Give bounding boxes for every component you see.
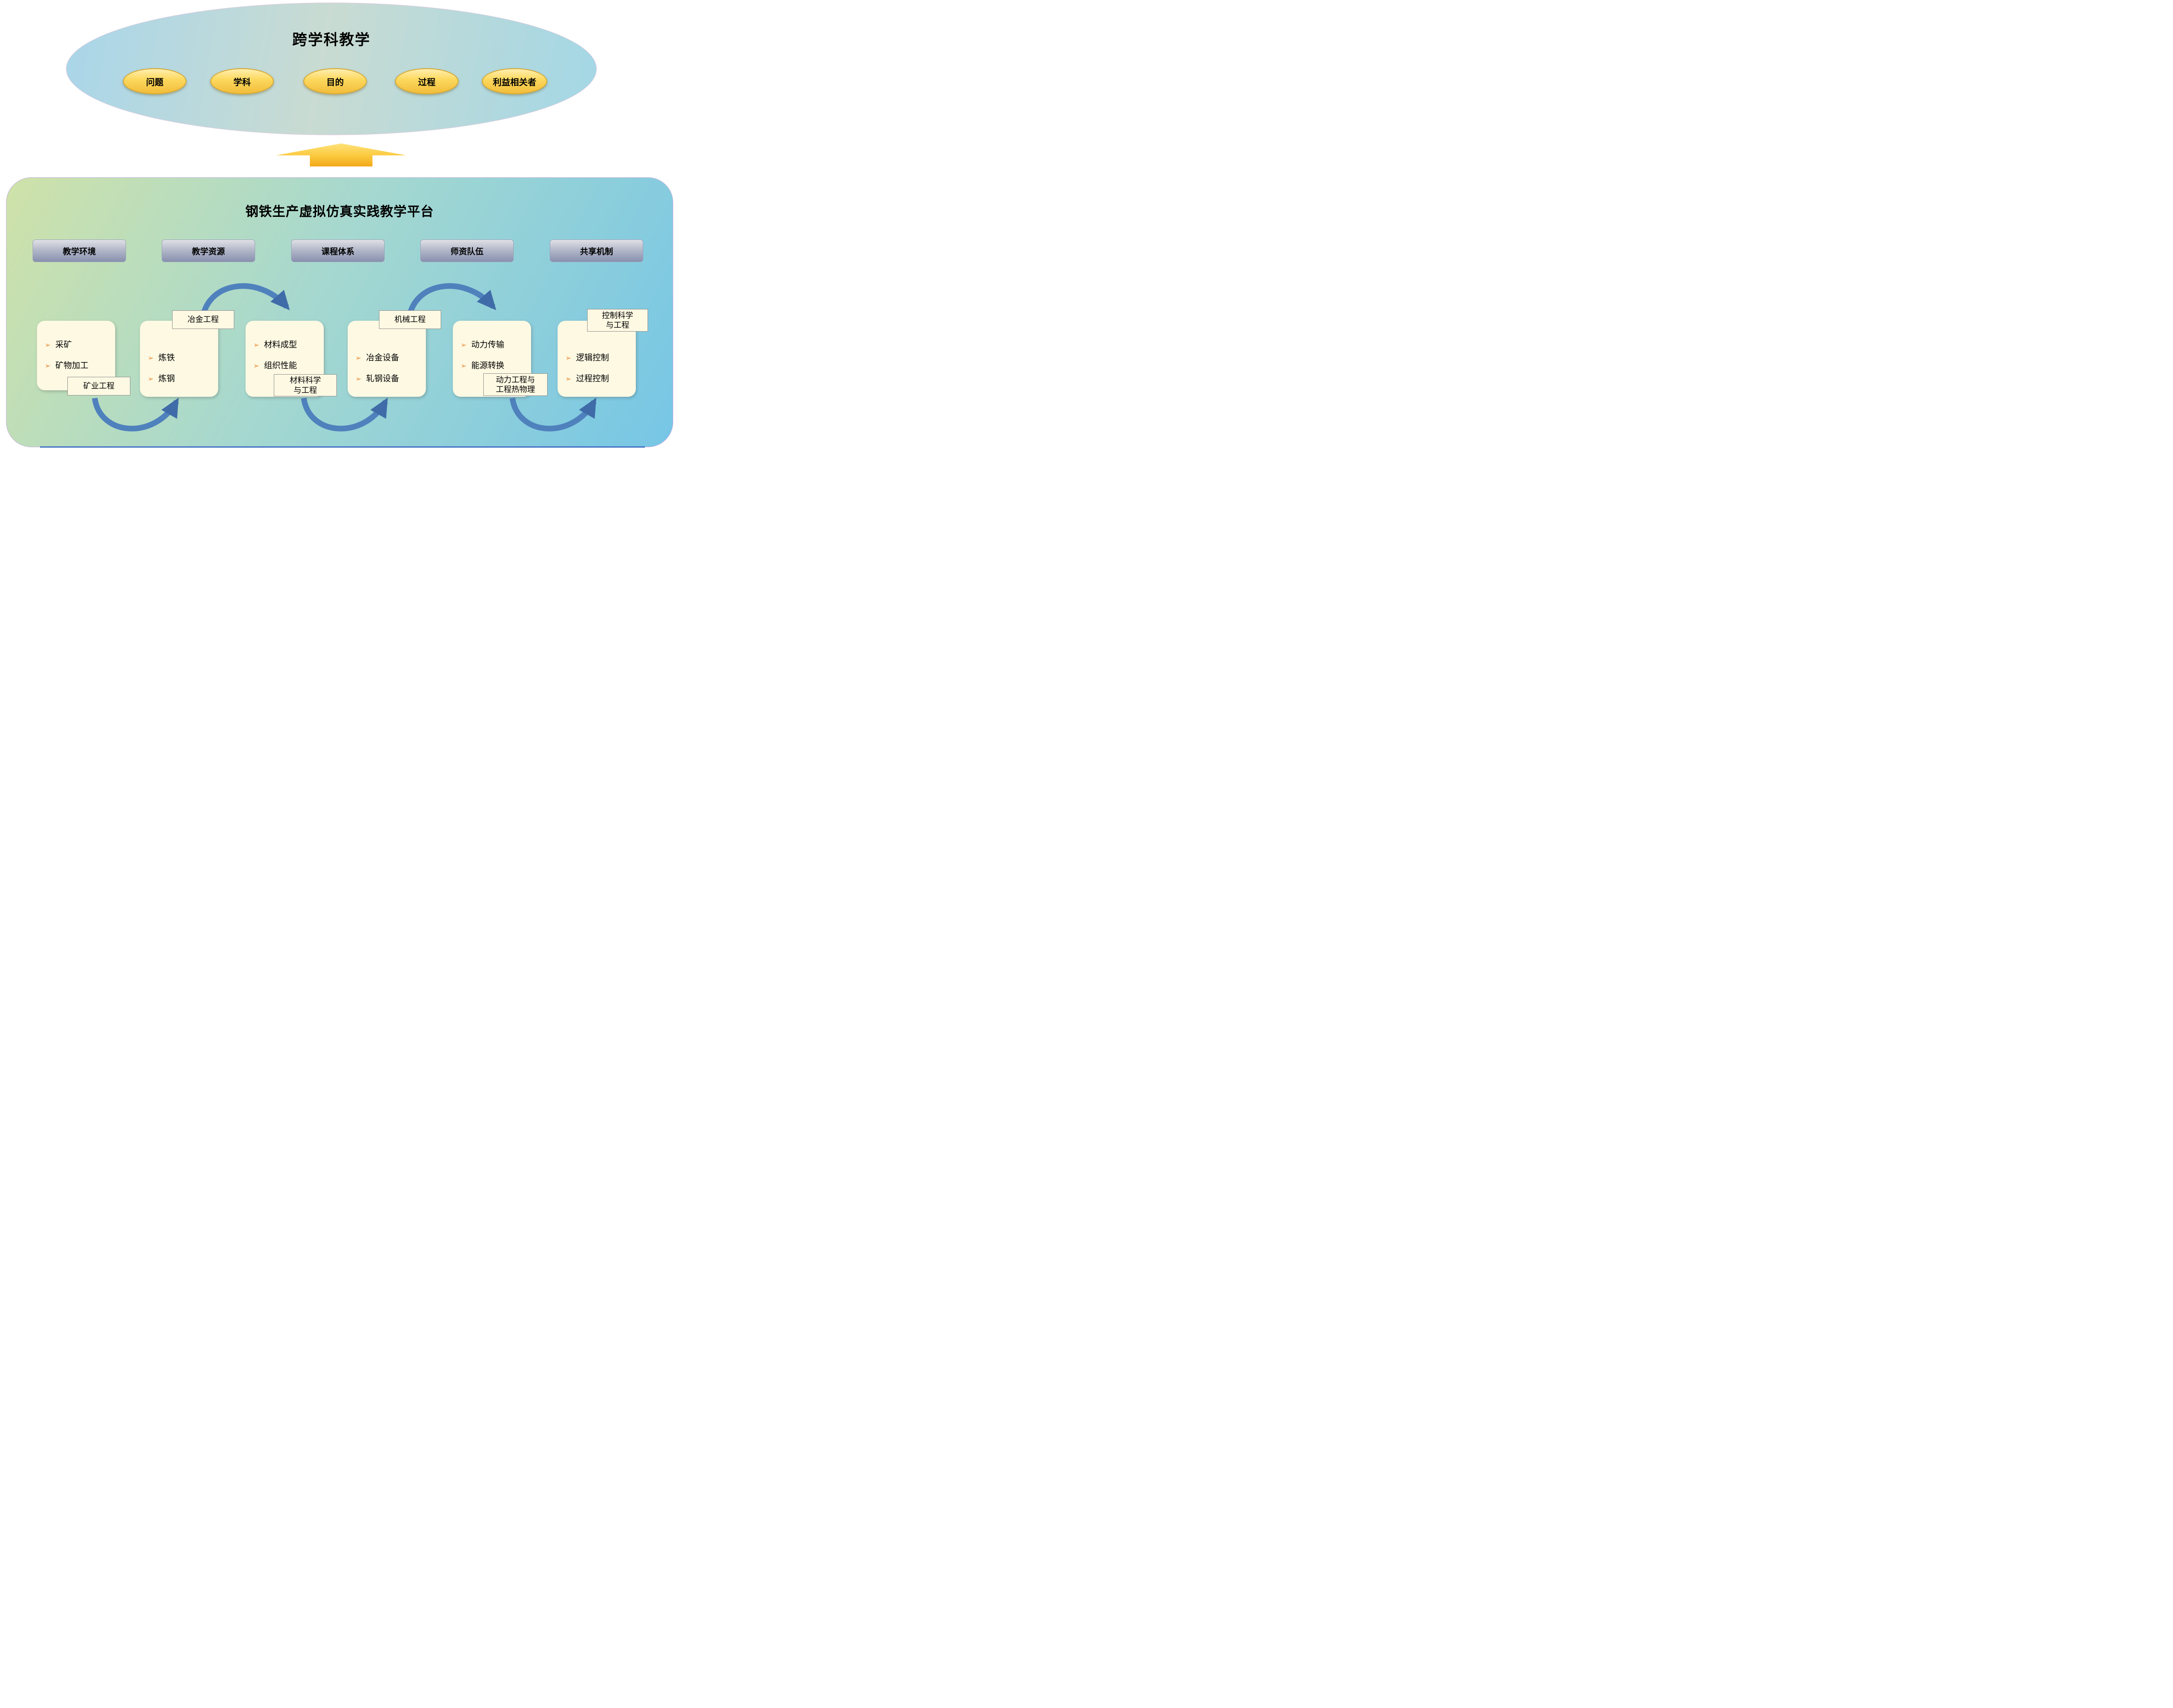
node-stakeholders: 利益相关者 (482, 68, 547, 94)
platform-title: 钢铁生产虚拟仿真实践教学平台 (245, 205, 434, 219)
tag-label: 动力工程与 工程热物理 (496, 375, 535, 394)
item-label: 组织性能 (264, 361, 297, 370)
list-item: ➢ 采矿 (45, 338, 112, 350)
arrow-mechanical-to-power (406, 283, 496, 321)
tag-label: 控制科学 与工程 (602, 311, 633, 330)
item-label: 矿物加工 (55, 361, 89, 370)
tag-label: 矿业工程 (83, 382, 115, 391)
list-item: ➢ 逻辑控制 (565, 351, 632, 363)
list-item: ➢ 轧钢设备 (356, 372, 422, 384)
card-items: ➢ 采矿 ➢ 矿物加工 (37, 321, 115, 371)
tag-mechanical-engineering: 机械工程 (379, 310, 441, 329)
item-label: 能源转换 (471, 361, 505, 370)
pillar-curriculum-system: 课程体系 (291, 239, 385, 262)
list-item: ➢ 炼铁 (148, 351, 215, 363)
node-problem: 问题 (123, 68, 186, 94)
pillar-teaching-environment: 教学环境 (33, 239, 126, 262)
arrow-mining-to-metallurgy (92, 397, 179, 432)
item-label: 轧钢设备 (366, 374, 399, 383)
card-mechanical-engineering: ➢ 冶金设备 ➢ 轧钢设备 (348, 321, 426, 397)
arrow-bullet-icon: ➢ (461, 342, 467, 349)
bottom-border-line (40, 446, 645, 448)
item-label: 逻辑控制 (576, 353, 609, 362)
list-item: ➢ 过程控制 (565, 372, 632, 384)
pillar-label: 课程体系 (321, 247, 355, 256)
pillar-teaching-staff: 师资队伍 (420, 239, 514, 262)
arrow-bullet-icon: ➢ (148, 375, 154, 383)
platform-panel (6, 177, 673, 447)
item-label: 炼钢 (158, 374, 175, 383)
item-label: 炼铁 (158, 353, 175, 362)
list-item: ➢ 炼钢 (148, 372, 215, 384)
item-label: 过程控制 (576, 374, 609, 383)
arrow-metallurgy-to-materials (199, 283, 290, 321)
list-item: ➢ 动力传输 (461, 338, 528, 350)
tag-mining-engineering: 矿业工程 (67, 377, 130, 395)
tag-power-engineering: 动力工程与 工程热物理 (483, 373, 548, 396)
list-item: ➢ 材料成型 (253, 338, 320, 350)
interdisciplinary-title: 跨学科教学 (292, 32, 371, 48)
arrow-bullet-icon: ➢ (356, 355, 362, 362)
arrow-bullet-icon: ➢ (253, 342, 259, 349)
arrow-bullet-icon: ➢ (565, 375, 571, 383)
arrow-power-to-control (509, 397, 597, 432)
arrow-bullet-icon: ➢ (45, 342, 51, 349)
list-item: ➢ 能源转换 (461, 359, 528, 371)
card-control-science: ➢ 逻辑控制 ➢ 过程控制 (558, 321, 636, 397)
card-items: ➢ 动力传输 ➢ 能源转换 (453, 321, 531, 371)
pillar-label: 师资队伍 (450, 247, 484, 256)
pillar-label: 教学资源 (192, 247, 225, 256)
arrow-bullet-icon: ➢ (461, 362, 467, 370)
tag-label: 材料科学 与工程 (289, 376, 321, 395)
card-items: ➢ 材料成型 ➢ 组织性能 (246, 321, 324, 371)
node-label: 过程 (418, 77, 435, 87)
card-items: ➢ 逻辑控制 ➢ 过程控制 (558, 321, 636, 384)
node-purpose: 目的 (303, 68, 367, 94)
list-item: ➢ 冶金设备 (356, 351, 422, 363)
arrow-bullet-icon: ➢ (148, 355, 154, 362)
flow-arrows-layer (92, 283, 597, 432)
node-process: 过程 (395, 68, 459, 94)
arrow-bullet-icon: ➢ (45, 362, 51, 370)
arrow-bullet-icon: ➢ (356, 375, 362, 383)
item-label: 材料成型 (264, 340, 297, 349)
arrow-bullet-icon: ➢ (253, 362, 259, 370)
node-label: 学科 (233, 77, 251, 87)
card-items: ➢ 炼铁 ➢ 炼钢 (140, 321, 218, 384)
arrow-bullet-icon: ➢ (565, 355, 571, 362)
item-label: 冶金设备 (366, 353, 399, 362)
item-label: 采矿 (55, 340, 72, 349)
list-item: ➢ 组织性能 (253, 359, 320, 371)
list-item: ➢ 矿物加工 (45, 359, 112, 371)
node-label: 目的 (326, 77, 344, 87)
item-label: 动力传输 (471, 340, 505, 349)
tag-materials-science: 材料科学 与工程 (274, 374, 337, 396)
diagram-canvas: 跨学科教学 问题 学科 目的 过程 利益相关者 钢铁生产虚拟仿真实践教学平台 教… (0, 0, 681, 449)
tag-label: 冶金工程 (187, 315, 219, 324)
tag-label: 机械工程 (394, 315, 426, 324)
node-label: 利益相关者 (493, 77, 536, 87)
node-label: 问题 (146, 77, 163, 87)
arrow-materials-to-mechanical (301, 397, 388, 432)
tag-metallurgical-engineering: 冶金工程 (172, 310, 234, 329)
card-items: ➢ 冶金设备 ➢ 轧钢设备 (348, 321, 426, 384)
pillar-teaching-resources: 教学资源 (162, 239, 255, 262)
pillar-sharing-mechanism: 共享机制 (550, 239, 643, 262)
node-discipline: 学科 (210, 68, 274, 94)
card-metallurgical-engineering: ➢ 炼铁 ➢ 炼钢 (140, 321, 218, 397)
tag-control-science: 控制科学 与工程 (587, 309, 648, 332)
pillar-label: 教学环境 (63, 247, 96, 256)
pillar-label: 共享机制 (580, 247, 613, 256)
